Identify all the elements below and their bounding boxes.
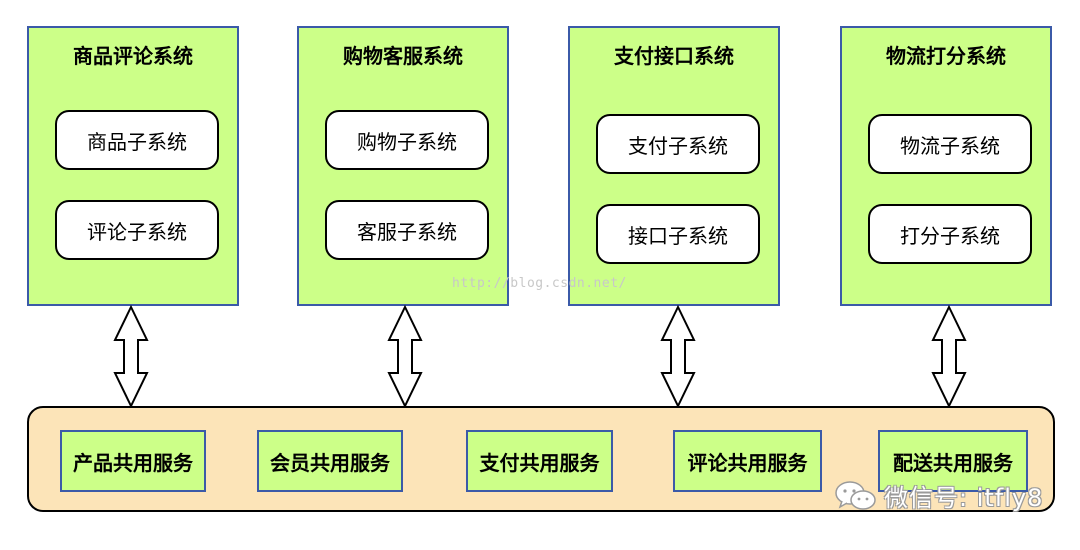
subsystem-box: 接口子系统 — [596, 204, 760, 264]
service-box: 产品共用服务 — [60, 430, 206, 492]
double-headed-vertical-arrow-icon — [387, 304, 423, 409]
system-title: 支付接口系统 — [614, 44, 734, 68]
system-title: 购物客服系统 — [343, 44, 463, 68]
system-box-payment-interface: 支付接口系统 支付子系统 接口子系统 — [568, 26, 780, 306]
subsystem-box: 支付子系统 — [596, 114, 760, 174]
system-title: 物流打分系统 — [886, 44, 1006, 68]
subsystem-box: 购物子系统 — [325, 110, 489, 170]
system-box-product-review: 商品评论系统 商品子系统 评论子系统 — [27, 26, 239, 306]
service-box: 配送共用服务 — [878, 430, 1028, 492]
wechat-logo-icon — [835, 480, 876, 510]
csdn-watermark: http://blog.csdn.net/ — [452, 276, 627, 291]
system-box-shopping-service: 购物客服系统 购物子系统 客服子系统 — [297, 26, 509, 306]
wechat-watermark: 微信号: itfly8 — [834, 478, 1043, 513]
subsystem-box: 打分子系统 — [868, 204, 1032, 264]
system-title: 商品评论系统 — [73, 44, 193, 68]
double-headed-vertical-arrow-icon — [931, 304, 967, 409]
double-headed-vertical-arrow-icon — [113, 304, 149, 409]
service-box: 评论共用服务 — [673, 430, 822, 492]
system-box-logistics-rating: 物流打分系统 物流子系统 打分子系统 — [840, 26, 1052, 306]
subsystem-box: 商品子系统 — [55, 110, 219, 170]
shared-services-bus: 产品共用服务 会员共用服务 支付共用服务 评论共用服务 配送共用服务 — [27, 406, 1055, 512]
subsystem-box: 客服子系统 — [325, 200, 489, 260]
service-box: 支付共用服务 — [466, 430, 613, 492]
subsystem-box: 评论子系统 — [55, 200, 219, 260]
service-box: 会员共用服务 — [257, 430, 403, 492]
subsystem-box: 物流子系统 — [868, 114, 1032, 174]
wechat-id-text: 微信号: itfly8 — [884, 484, 1044, 512]
double-headed-vertical-arrow-icon — [660, 304, 696, 409]
